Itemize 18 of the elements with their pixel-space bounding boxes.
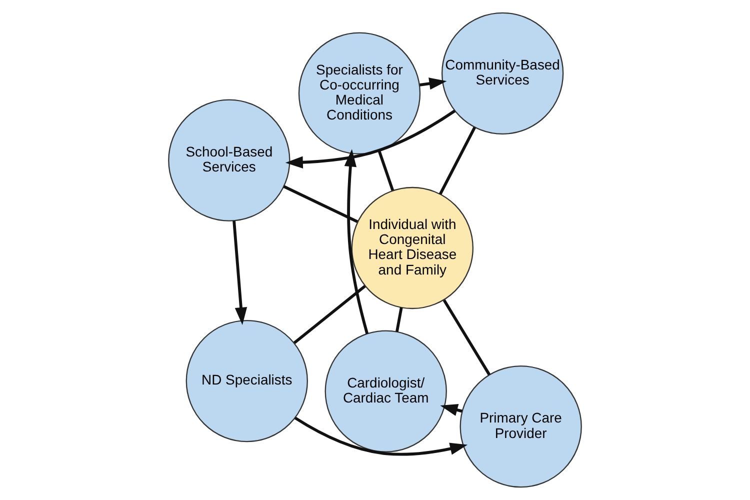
node-circle: Community-Based Services — [441, 12, 564, 134]
node-circle: Cardiologist/ Cardiac Team — [324, 330, 447, 452]
arrow — [232, 220, 248, 325]
arrow — [344, 149, 369, 334]
node-circle: ND Specialists — [186, 320, 308, 442]
node-circle: Individual with Congenital Heart Disease and Family — [351, 186, 474, 310]
node-circle: Primary Care Provider — [460, 366, 582, 488]
node-circle: Specialists for Co-occurring Medical Conditions — [298, 32, 421, 154]
connector — [283, 185, 358, 223]
node-circle: School-Based Services — [168, 99, 290, 222]
connector — [438, 126, 476, 195]
connector — [442, 299, 491, 376]
connector — [293, 284, 366, 344]
connector — [395, 307, 403, 332]
arrow — [294, 416, 468, 456]
connector — [378, 150, 394, 191]
arrow — [420, 78, 447, 90]
arrow — [285, 110, 456, 168]
